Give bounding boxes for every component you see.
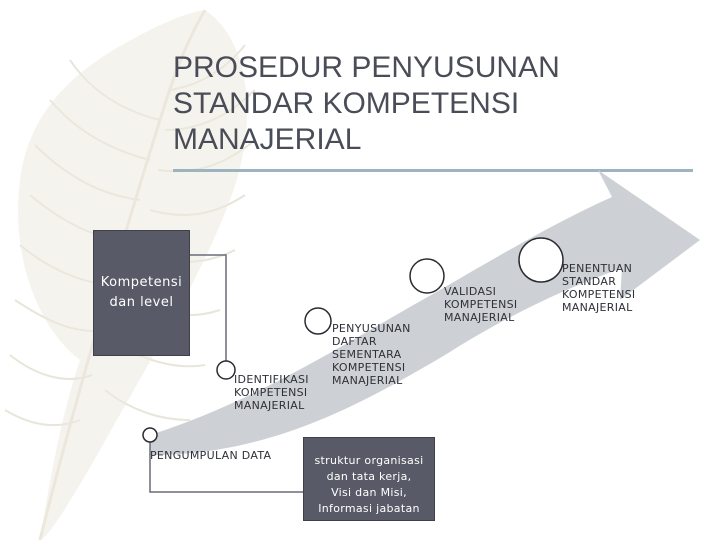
step-label-penentuan: PENENTUAN STANDAR KOMPETENSI MANAJERIAL xyxy=(562,262,635,314)
step-3-line-4: KOMPETENSI xyxy=(332,361,406,374)
slide-title: PROSEDUR PENYUSUNAN STANDAR KOMPETENSI M… xyxy=(173,50,693,158)
step-5-line-1: PENENTUAN xyxy=(562,262,633,275)
title-line-3: MANAJERIAL xyxy=(173,123,362,156)
step-circle-4 xyxy=(409,258,445,294)
step-1-line-1: PENGUMPULAN DATA xyxy=(150,449,272,462)
step-5-line-4: MANAJERIAL xyxy=(562,301,633,314)
arrow-body xyxy=(150,170,700,455)
box-struktur-organisasi: struktur organisasi dan tata kerja, Visi… xyxy=(303,437,435,521)
step-4-line-2: KOMPETENSI xyxy=(444,298,518,311)
step-label-pengumpulan: PENGUMPULAN DATA xyxy=(150,449,271,462)
box-kompetensi-level: Kompetensi dan level xyxy=(93,230,190,356)
step-5-line-2: STANDAR xyxy=(562,275,617,288)
step-4-line-1: VALIDASI xyxy=(444,285,497,298)
box-struktur-line-1: struktur organisasi xyxy=(314,454,424,467)
step-circle-5 xyxy=(518,237,564,283)
step-3-line-1: PENYUSUNAN xyxy=(332,322,411,335)
step-3-line-3: SEMENTARA xyxy=(332,348,402,361)
connector-kompetensi xyxy=(190,254,227,362)
step-circle-3 xyxy=(304,307,332,335)
box-struktur-line-2: dan tata kerja, xyxy=(326,470,412,483)
step-4-line-3: MANAJERIAL xyxy=(444,311,515,324)
step-3-line-5: MANAJERIAL xyxy=(332,374,403,387)
box-kompetensi-line-1: Kompetensi xyxy=(100,275,183,290)
step-label-identifikasi: IDENTIFIKASI KOMPETENSI MANAJERIAL xyxy=(234,373,309,412)
box-struktur-line-4: Informasi jabatan xyxy=(318,502,420,515)
step-circle-2 xyxy=(216,360,236,380)
step-2-line-1: IDENTIFIKASI xyxy=(234,373,309,386)
step-5-line-3: KOMPETENSI xyxy=(562,288,636,301)
connector-struktur xyxy=(149,440,303,493)
step-label-penyusunan: PENYUSUNAN DAFTAR SEMENTARA KOMPETENSI M… xyxy=(332,322,411,387)
box-struktur-line-3: Visi dan Misi, xyxy=(331,486,407,499)
step-circle-1 xyxy=(142,427,158,443)
step-2-line-2: KOMPETENSI xyxy=(234,386,308,399)
step-label-validasi: VALIDASI KOMPETENSI MANAJERIAL xyxy=(444,285,517,324)
title-underline xyxy=(173,169,693,172)
title-line-2: STANDAR KOMPETENSI xyxy=(173,87,520,120)
step-3-line-2: DAFTAR xyxy=(332,335,377,348)
title-line-1: PROSEDUR PENYUSUNAN xyxy=(173,51,560,84)
box-kompetensi-line-2: dan level xyxy=(109,295,174,310)
step-2-line-3: MANAJERIAL xyxy=(234,399,305,412)
